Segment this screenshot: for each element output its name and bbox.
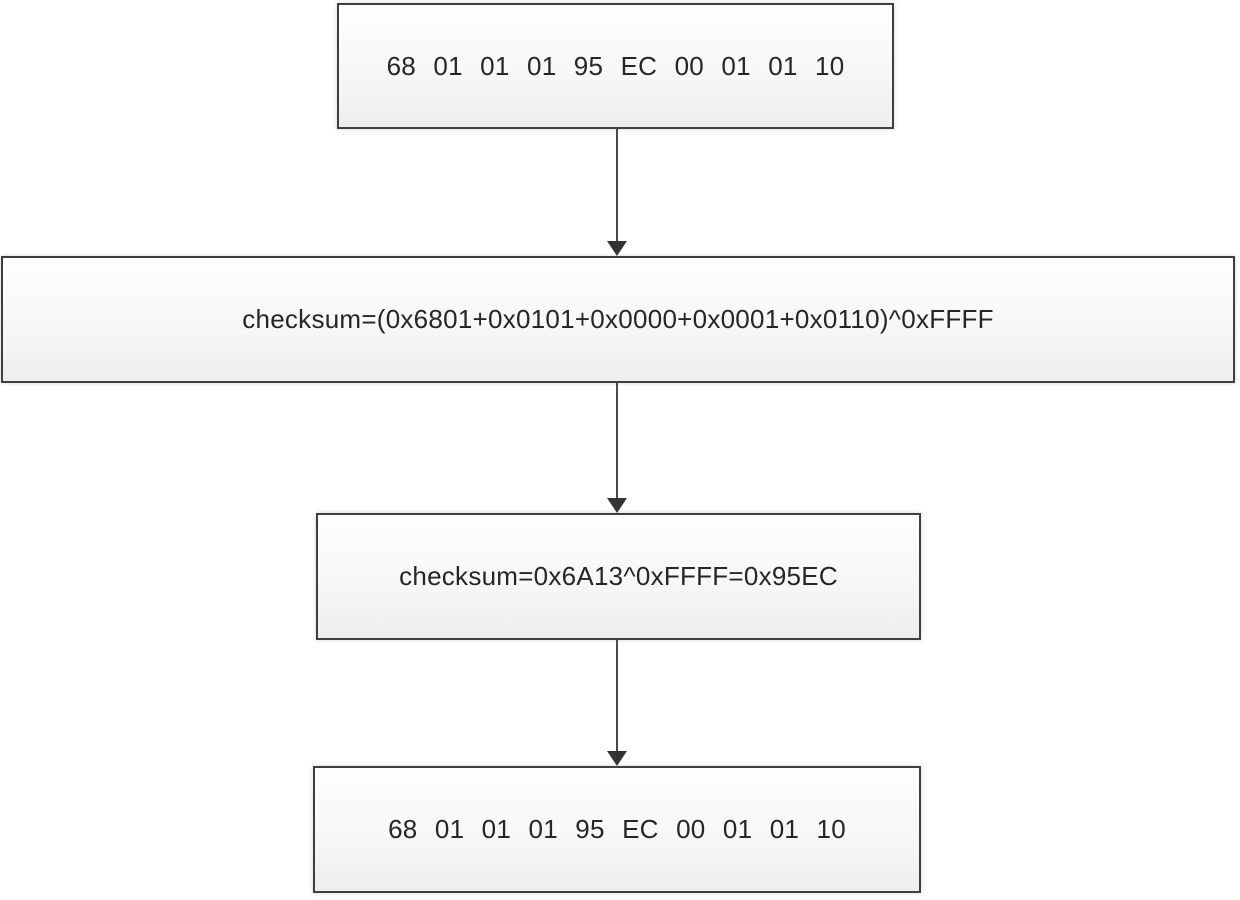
node-data-frame-bottom-label: 68 01 01 01 95 EC 00 01 01 10: [388, 814, 846, 844]
arrow-down-3: [607, 640, 627, 766]
arrow-head-down-icon: [607, 751, 627, 766]
arrow-down-1: [607, 129, 627, 256]
arrow-head-down-icon: [607, 498, 627, 513]
arrow-head-down-icon: [607, 241, 627, 256]
node-data-frame-top-label: 68 01 01 01 95 EC 00 01 01 10: [386, 50, 845, 81]
node-checksum-formula: checksum=(0x6801+0x0101+0x0000+0x0001+0x…: [1, 256, 1235, 383]
node-data-frame-top: 68 01 01 01 95 EC 00 01 01 10: [337, 3, 894, 129]
arrow-line: [616, 383, 618, 498]
node-checksum-result-label: checksum=0x6A13^0xFFFF=0x95EC: [399, 561, 838, 591]
arrow-down-2: [607, 383, 627, 513]
node-checksum-result: checksum=0x6A13^0xFFFF=0x95EC: [316, 513, 921, 640]
arrow-line: [616, 640, 618, 751]
arrow-line: [616, 129, 618, 241]
node-data-frame-bottom: 68 01 01 01 95 EC 00 01 01 10: [313, 766, 921, 893]
node-checksum-formula-label: checksum=(0x6801+0x0101+0x0000+0x0001+0x…: [242, 304, 994, 334]
